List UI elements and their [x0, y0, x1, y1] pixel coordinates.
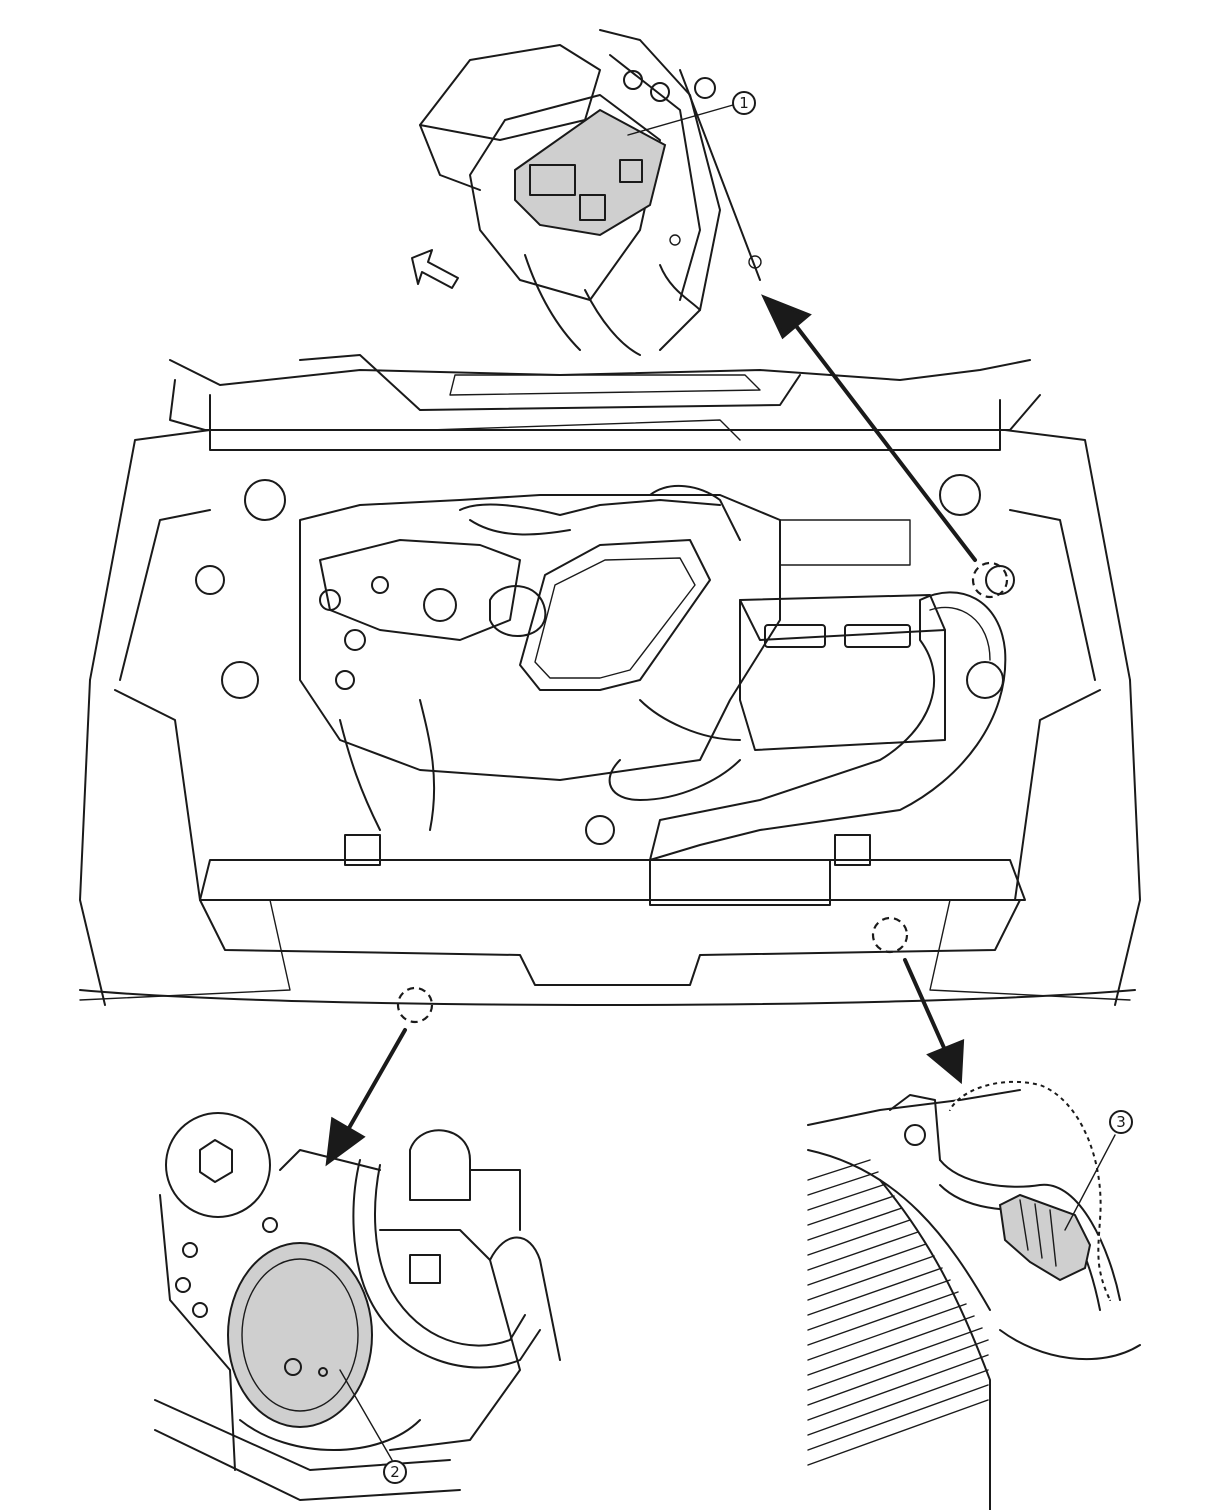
callout-3-label: 3 [1116, 1113, 1126, 1131]
relay-box-housing [514, 108, 667, 237]
inset-compressor [154, 986, 561, 1501]
callout-1: 1 [627, 91, 756, 136]
locator-pressure-sensor [871, 916, 909, 954]
inset-relay-box [411, 29, 762, 356]
condenser-fins [807, 1159, 989, 1466]
engine-bay [79, 354, 1141, 1006]
inset-pressure-sensor [807, 916, 1141, 1510]
locator-relay [971, 561, 1009, 599]
front-direction-arrow [411, 249, 459, 289]
callout-1-label: 1 [739, 94, 749, 112]
callout-2: 2 [339, 1369, 407, 1484]
callout-2-label: 2 [390, 1463, 400, 1481]
locator-compressor [396, 986, 434, 1024]
compressor-clutch [227, 1242, 373, 1428]
callout-3: 3 [1064, 1110, 1133, 1231]
arrow-to-relay-inset [761, 294, 1009, 599]
